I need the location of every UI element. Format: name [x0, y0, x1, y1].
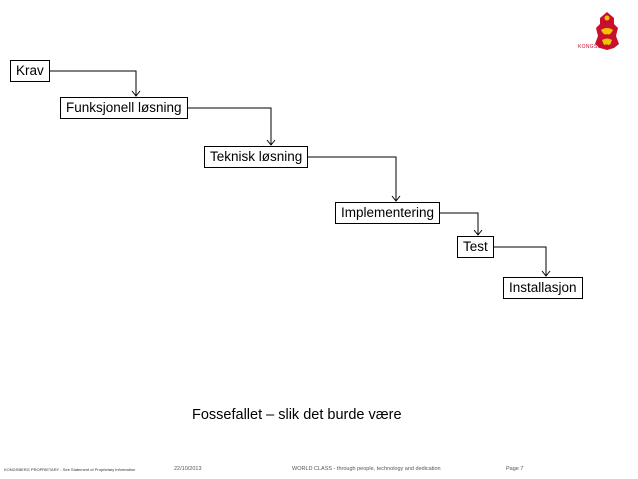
arrowhead [266, 139, 276, 146]
arrowhead [131, 90, 141, 97]
connector-line [50, 70, 137, 96]
connector-line [494, 246, 547, 276]
arrowhead [473, 229, 483, 236]
footer-page-number: Page 7 [506, 466, 524, 472]
step-box-teknisk-losning: Teknisk løsning [204, 146, 309, 168]
connector-line [188, 107, 272, 145]
logo-wordmark: KONGSBERG [578, 44, 613, 50]
step-box-installasjon: Installasjon [503, 277, 583, 299]
connector-line [440, 212, 479, 235]
connector-line [308, 156, 397, 201]
step-box-krav: Krav [10, 60, 50, 82]
step-box-implementering: Implementering [335, 202, 441, 224]
footer-legal: KONGSBERG PROPRIETARY - See Statement of… [4, 467, 136, 472]
step-box-test: Test [457, 236, 494, 258]
step-box-funksjonell-losning: Funksjonell løsning [60, 97, 188, 119]
footer-slogan: WORLD CLASS - through people, technology… [292, 466, 441, 472]
kongsberg-crest-icon [595, 12, 619, 50]
diagram-caption: Fossefallet – slik det burde være [192, 407, 402, 423]
arrowhead [391, 195, 401, 202]
arrowhead [541, 270, 551, 277]
footer-date: 22/10/2013 [174, 466, 202, 472]
